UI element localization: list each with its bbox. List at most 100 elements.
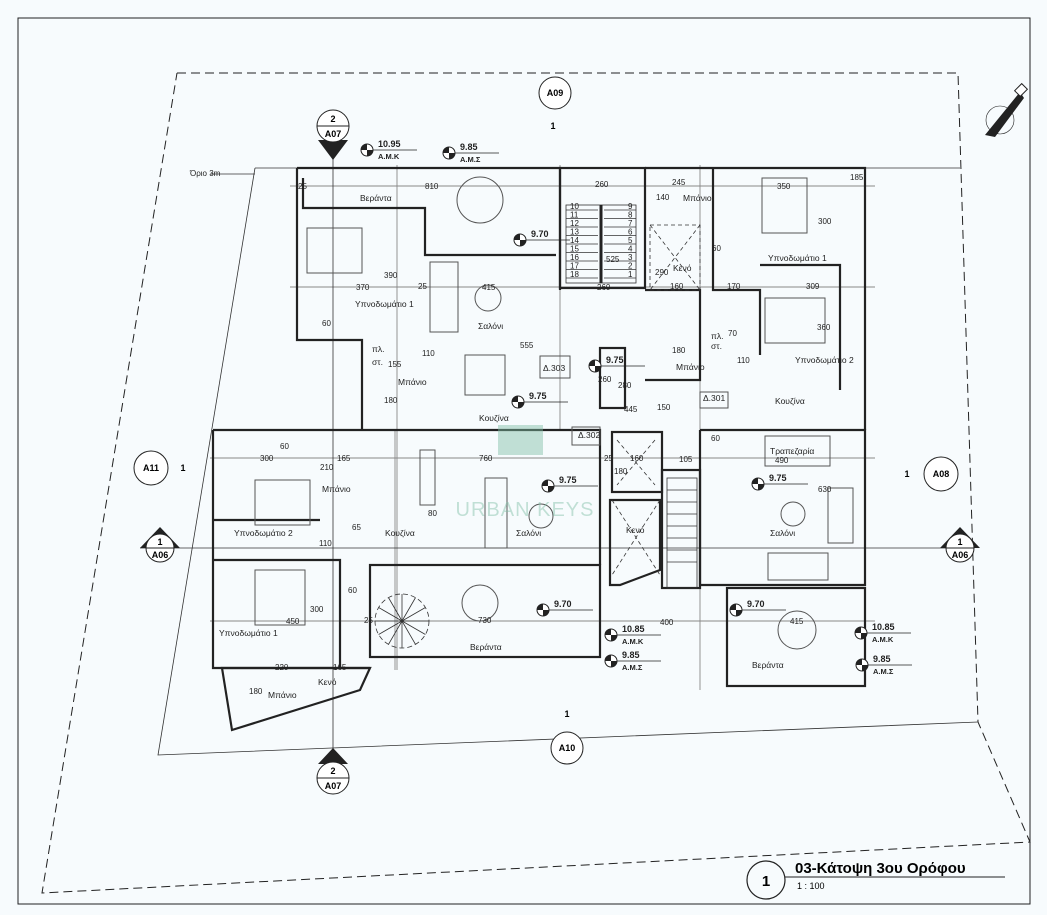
marker-number: 2: [330, 766, 335, 776]
room-label: Μπάνιο: [322, 484, 351, 494]
level-value: 9.75: [559, 475, 577, 485]
marker-code: A10: [559, 743, 576, 753]
dimension-label: 390: [384, 271, 398, 280]
dimension-label: 180: [614, 467, 628, 476]
dimension-label: 810: [425, 182, 439, 191]
level-marker: 9.85Α.Μ.Σ: [604, 650, 661, 672]
marker-code: A06: [952, 550, 969, 560]
room-label: Κενό: [318, 677, 337, 687]
level-value: 9.75: [606, 355, 624, 365]
stair-step-number: 4: [628, 245, 633, 254]
elevation-marker-a09[interactable]: A09 1: [538, 76, 572, 131]
room-label: Μπάνιο: [683, 193, 712, 203]
dimension-label: 70: [728, 329, 737, 338]
room-label: Κενό: [626, 525, 645, 535]
room-label: πλ.: [372, 344, 384, 354]
watermark-logo: URBAN KEYS: [456, 425, 593, 521]
stair-step-number: 8: [628, 211, 633, 220]
stair-step-number: 14: [570, 236, 579, 245]
marker-code: A09: [547, 88, 564, 98]
level-symbol-icon: [605, 655, 617, 667]
level-value: 9.85: [622, 650, 640, 660]
section-marker-a06-left[interactable]: 1 A06: [140, 527, 180, 563]
stair-step-number: 16: [570, 253, 579, 262]
dimension-label: 110: [737, 356, 750, 365]
stair-step-number: 6: [628, 228, 633, 237]
north-arrow-icon: [985, 82, 1029, 137]
room-label: Βεράντα: [470, 642, 502, 652]
stair-step-number: 2: [628, 262, 633, 271]
room-label: Υπνοδωμάτιο 2: [234, 528, 293, 538]
spiral-stair: [374, 593, 430, 649]
title-block: 1 03-Κάτοψη 3ου Ορόφου 1 : 100: [746, 860, 1005, 900]
section-marker-a07-top[interactable]: 2 A07: [316, 109, 350, 160]
drawing-scale: 1 : 100: [797, 881, 825, 891]
room-label: Σαλόνι: [516, 528, 541, 538]
marker-code: A11: [143, 463, 159, 473]
dimension-label: 60: [322, 319, 331, 328]
void-shafts: [611, 224, 701, 576]
dimension-label: 165: [337, 454, 351, 463]
dimension-label: 260: [598, 375, 612, 384]
level-marker: 9.85Α.Μ.Σ: [442, 142, 499, 164]
level-marker: 9.70: [536, 599, 593, 617]
room-label: Σαλόνι: [478, 321, 503, 331]
dimension-label: 415: [482, 283, 496, 292]
marker-number: 1: [904, 469, 909, 479]
level-value: 9.70: [531, 229, 549, 239]
elevation-marker-a10[interactable]: A10 1: [550, 709, 584, 765]
section-marker-a07-bottom[interactable]: 2 A07: [316, 748, 350, 795]
dimension-label: 160: [630, 454, 644, 463]
dimension-label: 555: [520, 341, 534, 350]
level-value: 9.70: [747, 599, 765, 609]
stair-mid: [666, 477, 698, 589]
marker-code: A06: [152, 550, 169, 560]
room-label: Τραπεζαρία: [770, 446, 814, 456]
level-symbol-icon: [856, 659, 868, 671]
section-marker-a06-right[interactable]: 1 A06: [940, 527, 980, 563]
dimension-label: 170: [727, 282, 741, 291]
level-code: Α.Μ.Σ: [873, 667, 894, 676]
level-marker: 10.85Α.Μ.Κ: [854, 622, 911, 644]
dimension-label: 60: [280, 442, 289, 451]
elevation-marker-a11[interactable]: A11 1: [133, 450, 186, 486]
stair-step-number: 12: [570, 219, 579, 228]
dimension-label: 110: [422, 349, 435, 358]
stair-step-number: 15: [570, 245, 579, 254]
level-marker: 10.85Α.Μ.Κ: [604, 624, 661, 646]
stair-step-number: 13: [570, 228, 579, 237]
level-value: 9.70: [554, 599, 572, 609]
marker-number: 1: [550, 121, 555, 131]
dimension-label: 360: [817, 323, 831, 332]
dimension-label: 180: [384, 396, 398, 405]
room-label: Βεράντα: [360, 193, 392, 203]
dimension-label: 445: [624, 405, 638, 414]
room-label: Δ.303: [543, 363, 565, 373]
plot-boundary: [41, 72, 1031, 894]
room-label: Βεράντα: [752, 660, 784, 670]
dimension-label: 165: [333, 663, 347, 672]
marker-code: A08: [933, 469, 950, 479]
setback-line: [157, 167, 979, 756]
sheet-frame: [17, 17, 1031, 905]
level-code: Α.Μ.Σ: [460, 155, 481, 164]
marker-number: 2: [330, 114, 335, 124]
dimension-label: 60: [348, 586, 357, 595]
room-label: Κενό: [673, 263, 692, 273]
room-label: Υπνοδωμάτιο 1: [355, 299, 414, 309]
dimension-label: 260: [597, 283, 611, 292]
dimension-label: 490: [775, 456, 789, 465]
room-label: Δ.302: [578, 430, 600, 440]
dimension-label: 350: [777, 182, 791, 191]
stair-step-number: 1: [628, 270, 633, 279]
marker-number: 1: [564, 709, 569, 719]
elevation-marker-a08[interactable]: A08 1: [904, 456, 959, 492]
dimension-label: 65: [352, 523, 361, 532]
stair-step-number: 9: [628, 202, 633, 211]
room-label: Κουζίνα: [479, 413, 509, 423]
dimension-label: 260: [595, 180, 609, 189]
dimension-label: 160: [670, 282, 684, 291]
level-code: Α.Μ.Κ: [378, 152, 400, 161]
